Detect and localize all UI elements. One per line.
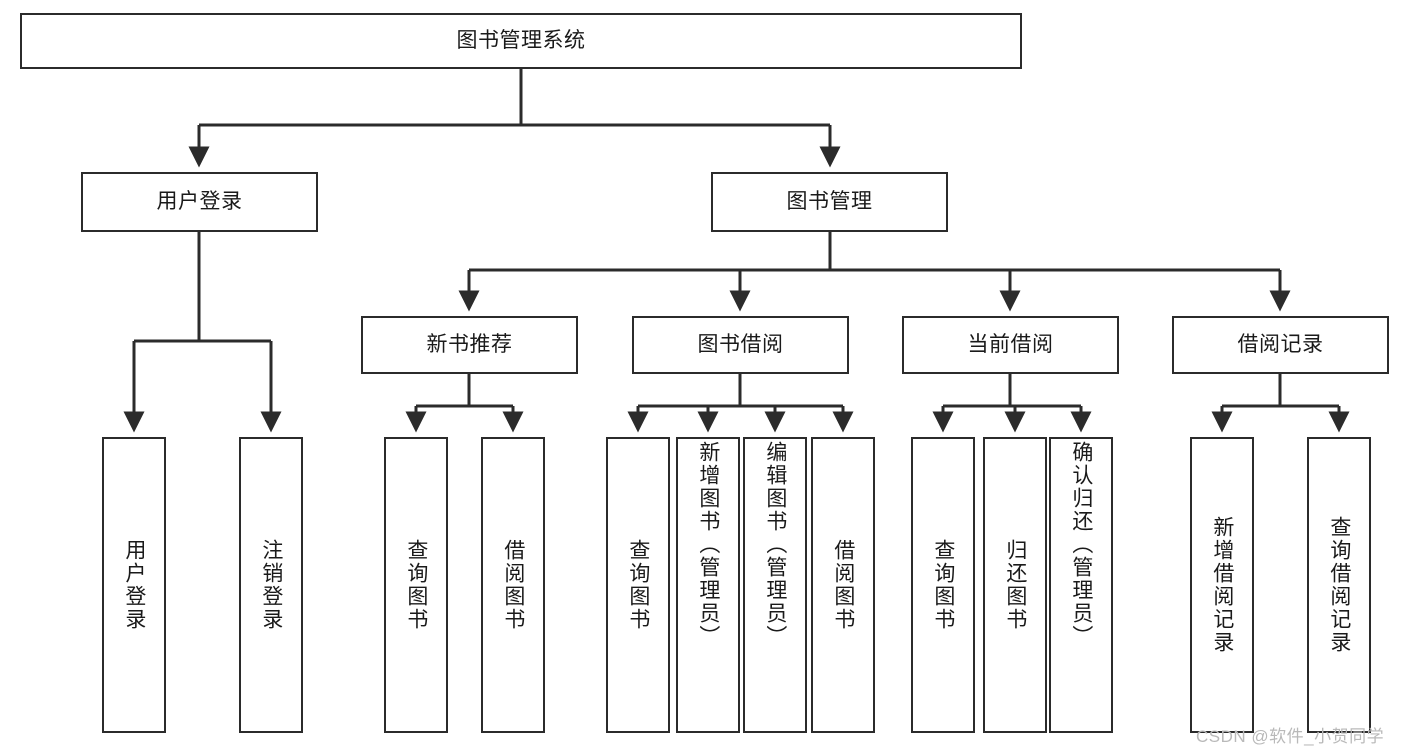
node-leaf-borrow-book-label: 借阅图书: [831, 539, 855, 631]
node-leaf-borrow-book[interactable]: 借阅图书: [811, 437, 875, 733]
node-current-borrow[interactable]: 当前借阅: [902, 316, 1119, 374]
node-leaf-logout[interactable]: 注销登录: [239, 437, 303, 733]
node-new-book-rec[interactable]: 新书推荐: [361, 316, 578, 374]
node-leaf-borrow-book-rec[interactable]: 借阅图书: [481, 437, 545, 733]
node-leaf-query-book-cur[interactable]: 查询图书: [911, 437, 975, 733]
node-borrow-record[interactable]: 借阅记录: [1172, 316, 1389, 374]
node-leaf-query-borrow-record[interactable]: 查询借阅记录: [1307, 437, 1371, 733]
node-user-login[interactable]: 用户登录: [81, 172, 318, 232]
node-leaf-query-book-cur-label: 查询图书: [931, 539, 955, 631]
node-leaf-edit-book-admin[interactable]: 编辑图书（管理员）: [743, 437, 807, 733]
node-leaf-confirm-return-admin-label: 确认归还（管理员）: [1069, 441, 1093, 648]
node-leaf-query-book-rec[interactable]: 查询图书: [384, 437, 448, 733]
node-book-manage[interactable]: 图书管理: [711, 172, 948, 232]
node-leaf-return-book-label: 归还图书: [1003, 539, 1027, 631]
node-leaf-query-book-borrow-label: 查询图书: [626, 539, 650, 631]
node-borrow-record-label: 借阅记录: [1237, 333, 1324, 357]
node-user-login-label: 用户登录: [156, 190, 243, 214]
node-book-borrow-label: 图书借阅: [697, 333, 784, 357]
node-leaf-add-borrow-record-label: 新增借阅记录: [1210, 516, 1234, 654]
node-leaf-user-login[interactable]: 用户登录: [102, 437, 166, 733]
node-root-label: 图书管理系统: [456, 29, 586, 53]
node-current-borrow-label: 当前借阅: [967, 333, 1054, 357]
node-leaf-add-borrow-record[interactable]: 新增借阅记录: [1190, 437, 1254, 733]
node-leaf-user-login-label: 用户登录: [122, 539, 146, 631]
node-book-manage-label: 图书管理: [786, 190, 873, 214]
node-leaf-edit-book-admin-label: 编辑图书（管理员）: [763, 441, 787, 648]
node-leaf-query-book-borrow[interactable]: 查询图书: [606, 437, 670, 733]
node-leaf-return-book[interactable]: 归还图书: [983, 437, 1047, 733]
node-leaf-add-book-admin[interactable]: 新增图书（管理员）: [676, 437, 740, 733]
node-new-book-rec-label: 新书推荐: [426, 333, 513, 357]
node-leaf-query-book-rec-label: 查询图书: [404, 539, 428, 631]
node-book-borrow[interactable]: 图书借阅: [632, 316, 849, 374]
node-root[interactable]: 图书管理系统: [20, 13, 1022, 69]
node-leaf-query-borrow-record-label: 查询借阅记录: [1327, 516, 1351, 654]
node-leaf-borrow-book-rec-label: 借阅图书: [501, 539, 525, 631]
node-leaf-add-book-admin-label: 新增图书（管理员）: [696, 441, 720, 648]
node-leaf-logout-label: 注销登录: [259, 539, 283, 631]
node-leaf-confirm-return-admin[interactable]: 确认归还（管理员）: [1049, 437, 1113, 733]
